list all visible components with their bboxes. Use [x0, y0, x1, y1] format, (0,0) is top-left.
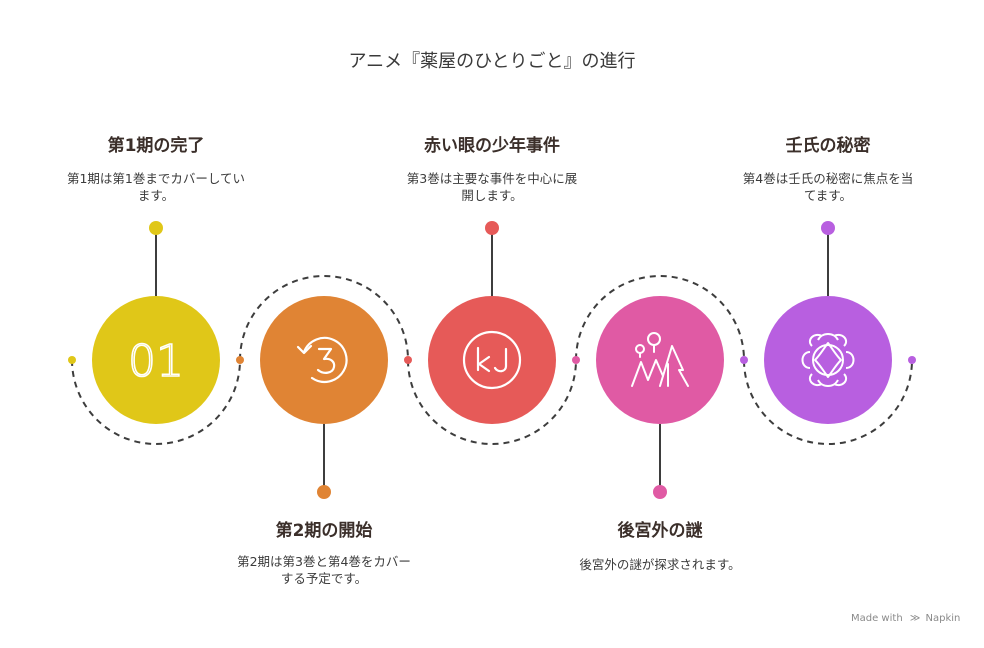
- step-desc-line: 第3巻は主要な事件を中心に展: [406, 171, 578, 186]
- step-title-5: 壬氏の秘密: [785, 136, 871, 156]
- step-title-2: 第2期の開始: [275, 521, 373, 541]
- napkin-logo-icon: ≫: [909, 613, 921, 624]
- step-title-3: 赤い眼の少年事件: [424, 136, 560, 156]
- stem-dot-4: [653, 485, 667, 499]
- step-desc-line: する予定です。: [280, 571, 368, 586]
- ornate-medallion-icon: [801, 333, 855, 387]
- step-desc-line: てます。: [803, 188, 853, 203]
- step-desc-line: 第4巻は壬氏の秘密に焦点を当: [742, 171, 914, 186]
- stem-dot-5: [821, 221, 835, 235]
- step-desc-2: 第2期は第3巻と第4巻をカバー する予定です。: [214, 553, 434, 587]
- step-desc-line: 後宮外の謎が探求されます。: [579, 557, 741, 572]
- number-01-icon: 01: [128, 336, 184, 387]
- step-circle-4: [596, 296, 724, 424]
- step-desc-line: 第1期は第1巻までカバーしてい: [66, 171, 246, 186]
- step-desc-line: ます。: [137, 188, 175, 203]
- stem-dot-1: [149, 221, 163, 235]
- junction-dot: [572, 356, 580, 364]
- made-with-label: Made with: [851, 613, 903, 624]
- rotate-3-icon: [296, 336, 348, 383]
- junction-dot: [68, 356, 76, 364]
- step-circle-1: [92, 296, 220, 424]
- kj-badge-icon: [462, 330, 522, 390]
- step-desc-1: 第1期は第1巻までカバーしてい ます。: [46, 170, 266, 204]
- step-desc-line: 第2期は第3巻と第4巻をカバー: [237, 554, 411, 569]
- dashed-connector: [71, 275, 913, 445]
- step-circle-3: [428, 296, 556, 424]
- junction-dot: [404, 356, 412, 364]
- step-title-4: 後宮外の謎: [617, 521, 703, 541]
- stem-dot-2: [317, 485, 331, 499]
- junction-dot: [740, 356, 748, 364]
- napkin-watermark[interactable]: Made with ≫ Napkin: [851, 613, 960, 624]
- napkin-brand-label: Napkin: [925, 613, 961, 624]
- junction-dot: [908, 356, 916, 364]
- junction-dot: [236, 356, 244, 364]
- step-circle-5: [764, 296, 892, 424]
- step-title-1: 第1期の完了: [107, 136, 205, 156]
- step-desc-5: 第4巻は壬氏の秘密に焦点を当 てます。: [718, 170, 938, 204]
- mystery-landscape-icon: [631, 332, 689, 387]
- stem-dot-3: [485, 221, 499, 235]
- diagram-title: アニメ『薬屋のひとりごと』の進行: [348, 51, 636, 72]
- step-desc-line: 開します。: [461, 188, 523, 203]
- step-desc-3: 第3巻は主要な事件を中心に展 開します。: [382, 170, 602, 204]
- step-desc-4: 後宮外の謎が探求されます。: [550, 556, 770, 573]
